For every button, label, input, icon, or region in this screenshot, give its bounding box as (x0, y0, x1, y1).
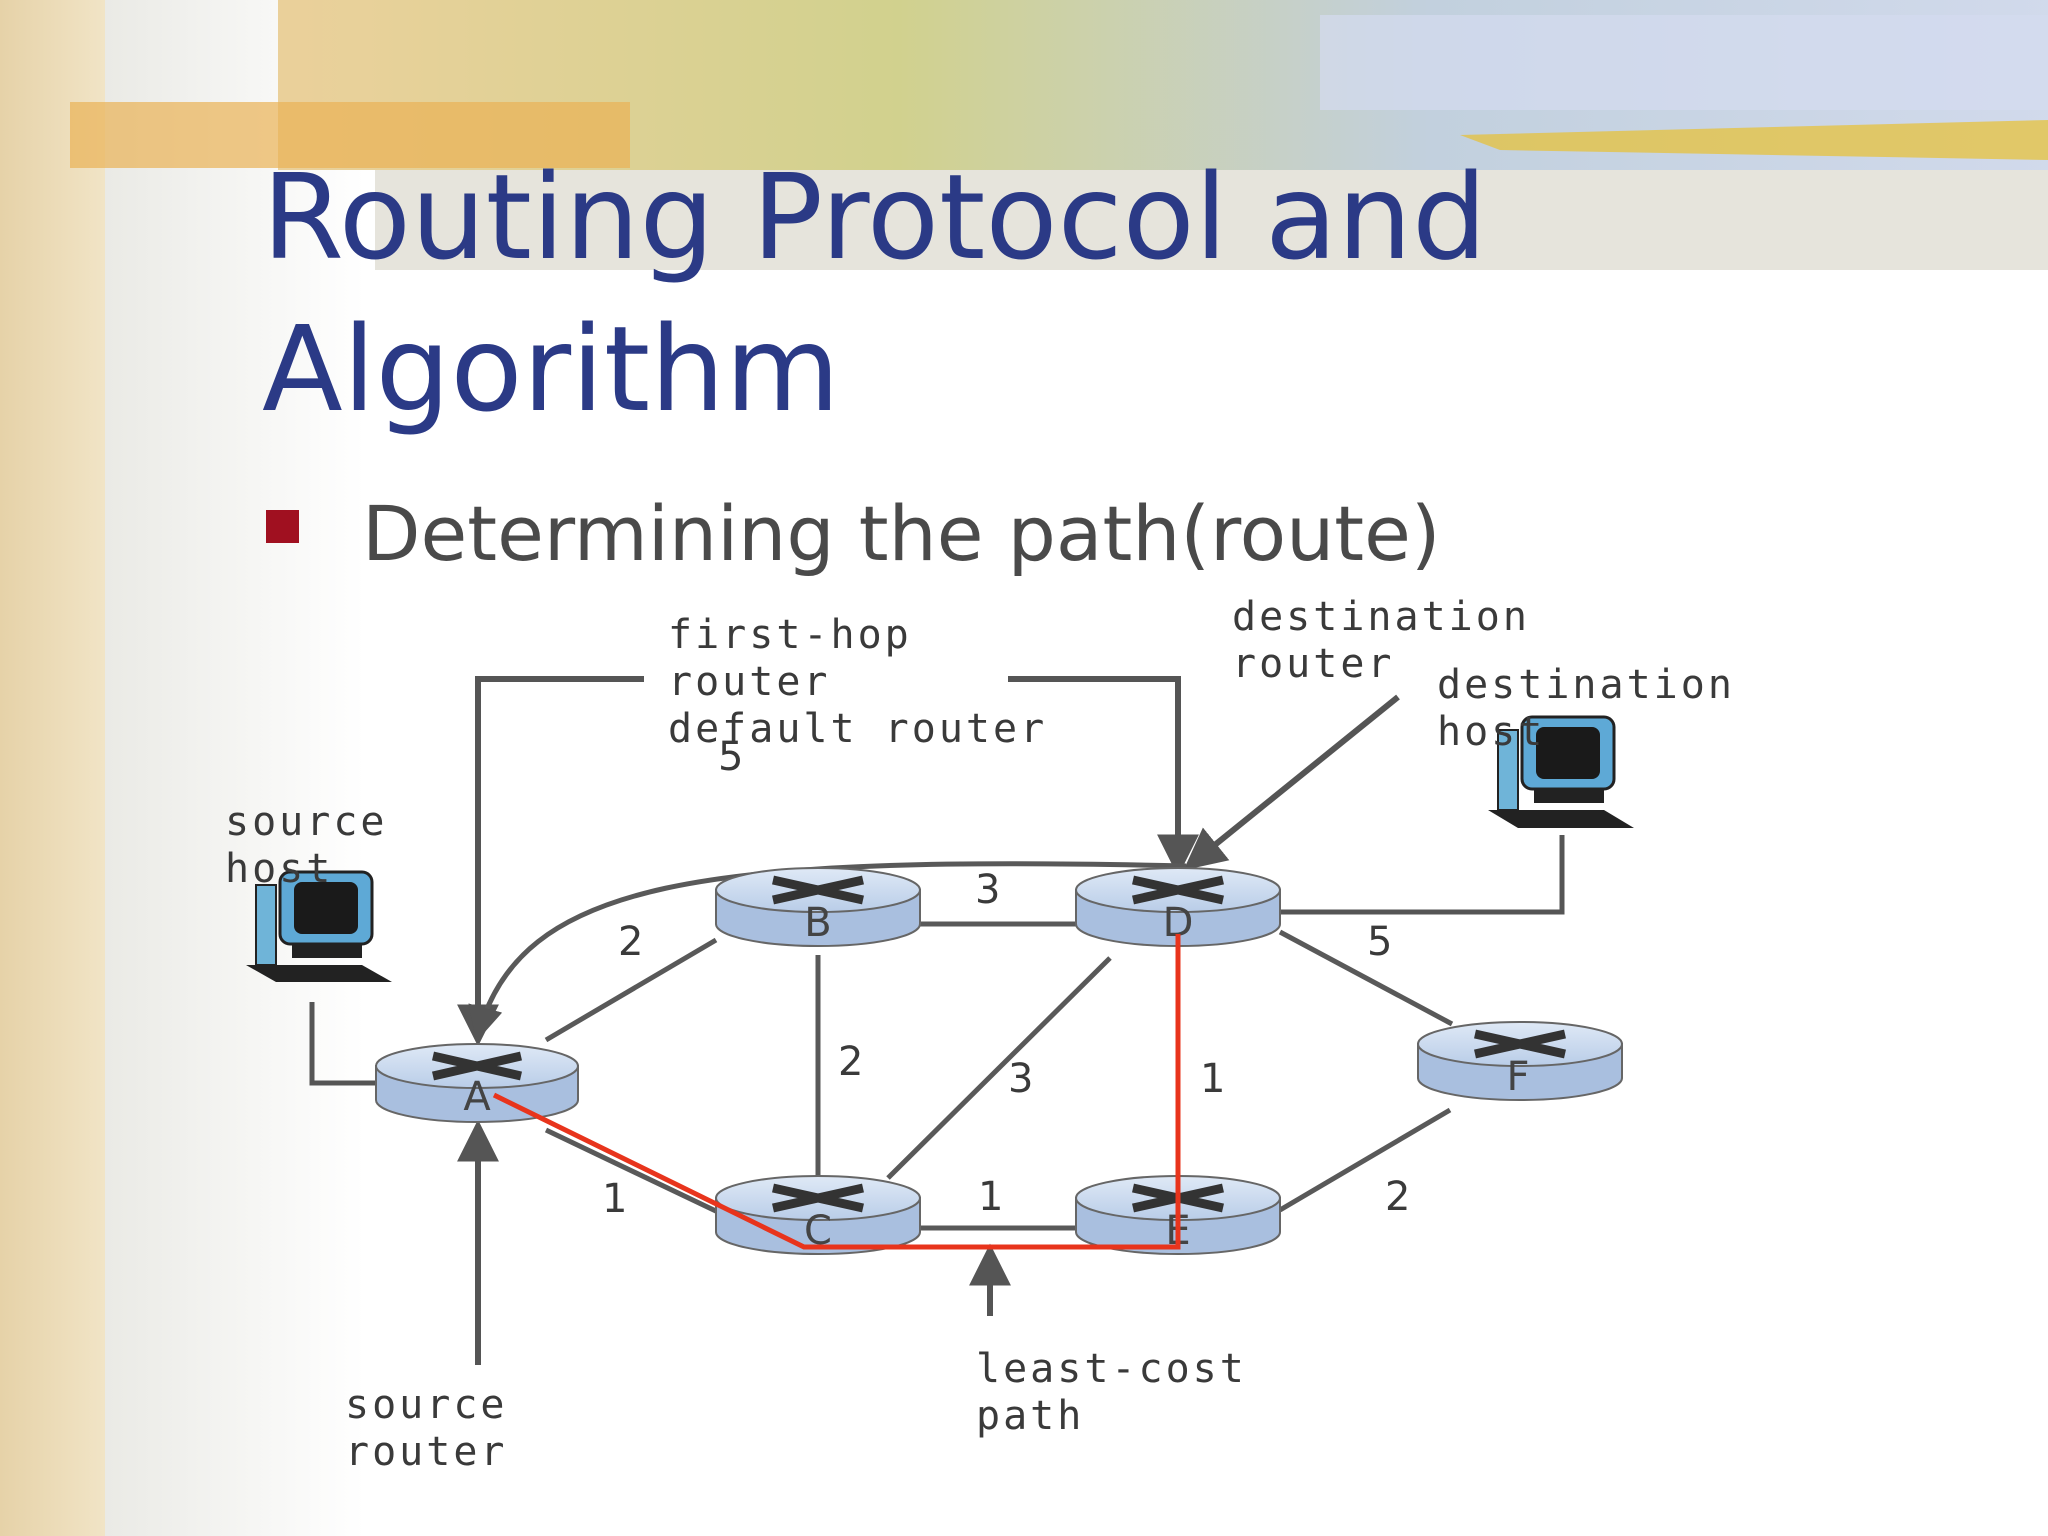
router-b-icon (772, 875, 864, 905)
source-host-label-1: source (225, 799, 388, 845)
destination-host-keyboard (1488, 810, 1634, 828)
destination-router-label-1: destination (1232, 594, 1530, 640)
link-a-c (544, 1127, 722, 1216)
title-line-1: Routing Protocol and (262, 148, 1487, 286)
bullet-text: Determining the path(route) (362, 489, 1441, 578)
router-f-label: F (1506, 1054, 1529, 1100)
parchment-strip (0, 0, 105, 1536)
router-a: A (375, 1043, 579, 1123)
router-a-icon (432, 1051, 522, 1081)
router-b: B (715, 867, 921, 947)
destination-host-base (1534, 789, 1604, 803)
least-cost-path-label-1: least-cost (976, 1346, 1247, 1392)
banner-blue-band (1320, 15, 2048, 110)
source-host-keyboard (246, 965, 392, 982)
destination-router-arrow (1008, 676, 1199, 877)
least-cost-path-label-2: path (976, 1393, 1084, 1439)
link-a-d (468, 861, 1187, 1042)
links (468, 861, 1454, 1231)
title-line-2: Algorithm (262, 300, 840, 438)
source-host-computer-icon (246, 870, 392, 982)
source-host-tower (255, 884, 277, 966)
first-hop-arrow (457, 676, 644, 1047)
cost-a-b: 2 (618, 919, 643, 965)
destination-host-label-1: destination (1437, 662, 1735, 708)
router-c-icon (772, 1183, 864, 1213)
link-a-b (544, 937, 718, 1043)
router-f: F (1417, 1021, 1623, 1101)
link-e-f (1278, 1107, 1452, 1213)
destination-host-label-2: host (1437, 709, 1545, 755)
destination-host-arrow (1183, 694, 1400, 871)
link-c-d (886, 956, 1112, 1180)
cost-c-e: 1 (978, 1174, 1003, 1220)
banner-orange-band (70, 102, 630, 168)
bullet-marker (266, 510, 299, 543)
destination-router-label-2: router (1232, 641, 1395, 687)
source-host-link (309, 1002, 376, 1086)
router-f-icon (1474, 1029, 1566, 1059)
banner-gray-band (375, 170, 2048, 270)
first-hop-label-3: default router (668, 706, 1047, 752)
router-d: D (1075, 867, 1281, 947)
cost-a-d: 5 (718, 734, 743, 780)
cost-d-f: 5 (1367, 919, 1392, 965)
router-c: C (715, 1175, 921, 1255)
destination-host-link (1280, 835, 1565, 915)
cost-b-c: 2 (838, 1039, 863, 1085)
cost-c-d: 3 (1008, 1056, 1033, 1102)
cost-d-e: 1 (1200, 1056, 1225, 1102)
cost-a-c: 1 (602, 1176, 627, 1222)
source-host-label-2: host (225, 846, 333, 892)
link-d-f (1278, 929, 1454, 1027)
banner-wheat (1460, 120, 2048, 160)
first-hop-label-1: first-hop (668, 612, 912, 658)
router-b-label: B (804, 900, 831, 946)
first-hop-label-2: router (668, 659, 831, 705)
router-a-label: A (463, 1074, 491, 1120)
source-router-label-1: source (345, 1382, 508, 1428)
gray-fade (105, 0, 365, 1536)
source-host-screen (294, 882, 358, 934)
destination-host-tower (1497, 729, 1519, 811)
source-router-label-2: router (345, 1429, 508, 1475)
least-cost-path-line (492, 934, 1181, 1250)
router-d-icon (1132, 875, 1224, 905)
cost-e-f: 2 (1385, 1174, 1410, 1220)
cost-b-d: 3 (975, 867, 1000, 913)
destination-host-screen (1536, 727, 1600, 779)
source-host-base (292, 944, 362, 958)
destination-host-computer-icon (1488, 715, 1634, 828)
